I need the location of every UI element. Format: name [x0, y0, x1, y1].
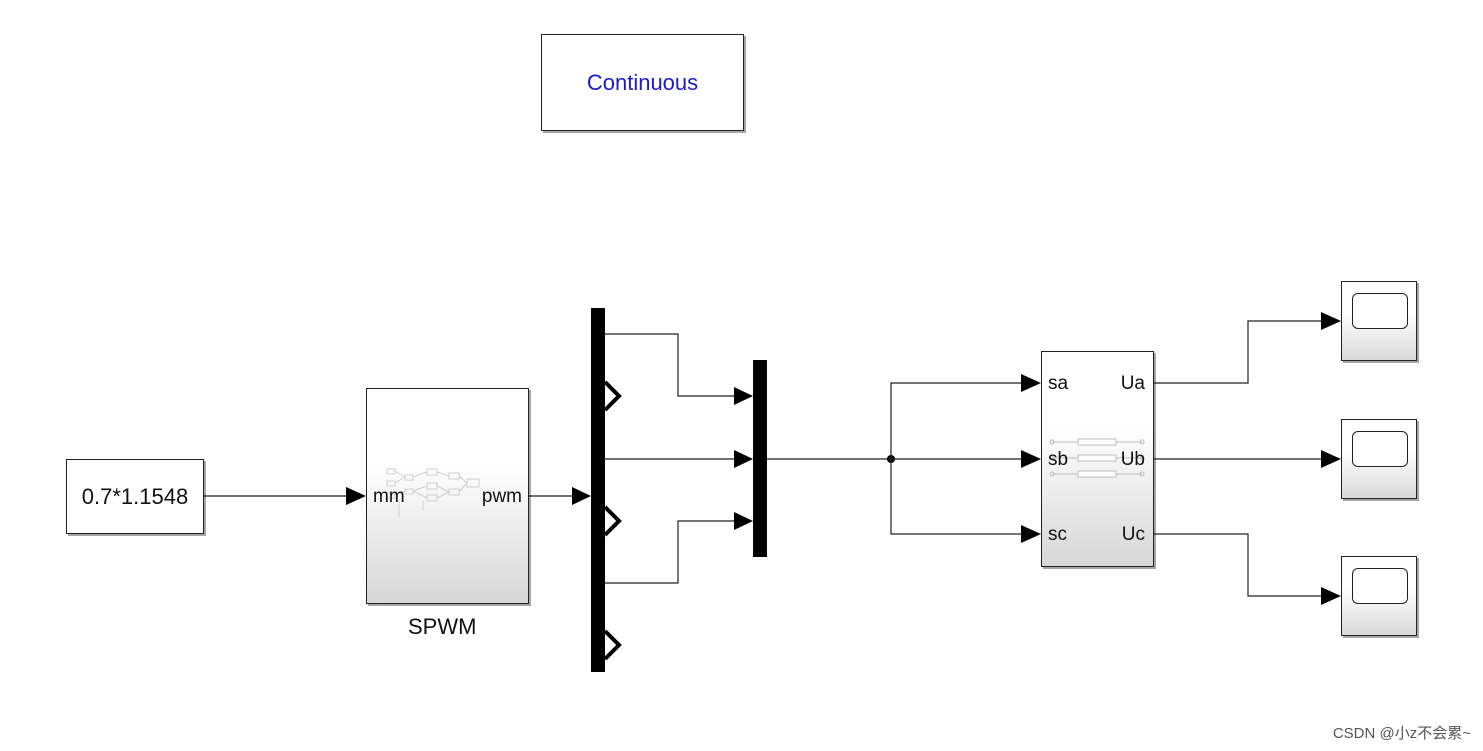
inverter-internal-preview-icon: [1049, 438, 1145, 478]
mux-block[interactable]: [753, 360, 767, 557]
line-uc-scope: [1154, 533, 1322, 597]
demux-terminator-chevrons-icon: [603, 380, 622, 661]
scope-ua[interactable]: [1341, 281, 1417, 361]
scope-ub[interactable]: [1341, 419, 1417, 499]
inverter-port-sb: sb: [1048, 449, 1069, 470]
powergui-label: Continuous: [586, 69, 699, 95]
line-to-sc: [890, 459, 1022, 535]
inverter-port-sc: sc: [1048, 524, 1067, 545]
powergui-block[interactable]: Continuous: [541, 34, 744, 131]
inverter-port-ua: Ua: [1120, 373, 1145, 394]
inverter-subsystem-block[interactable]: sa sb sc Ua Ub Uc: [1041, 351, 1154, 567]
line-to-sa: [890, 382, 1022, 459]
inverter-port-ub: Ub: [1120, 449, 1145, 470]
spwm-port-pwm: pwm: [481, 486, 522, 507]
spwm-subsystem-block[interactable]: mm pwm: [366, 388, 529, 604]
line-demux-mux-1: [605, 333, 735, 397]
inverter-port-uc: Uc: [1121, 524, 1145, 545]
watermark: CSDN @小z不会累~: [1332, 725, 1471, 742]
scope-screen-icon: [1352, 293, 1408, 329]
demux-block[interactable]: [591, 308, 605, 672]
scope-uc[interactable]: [1341, 556, 1417, 636]
scope-screen-icon: [1352, 431, 1408, 467]
spwm-port-mm: mm: [373, 486, 405, 507]
inverter-port-sa: sa: [1048, 373, 1069, 394]
line-demux-mux-3: [605, 520, 735, 584]
spwm-internal-preview-icon: [386, 468, 480, 517]
scope-screen-icon: [1352, 568, 1408, 604]
constant-block[interactable]: 0.7*1.1548: [66, 459, 204, 534]
spwm-caption: SPWM: [408, 614, 477, 639]
line-ua-scope: [1154, 320, 1322, 384]
constant-value: 0.7*1.1548: [81, 483, 189, 509]
